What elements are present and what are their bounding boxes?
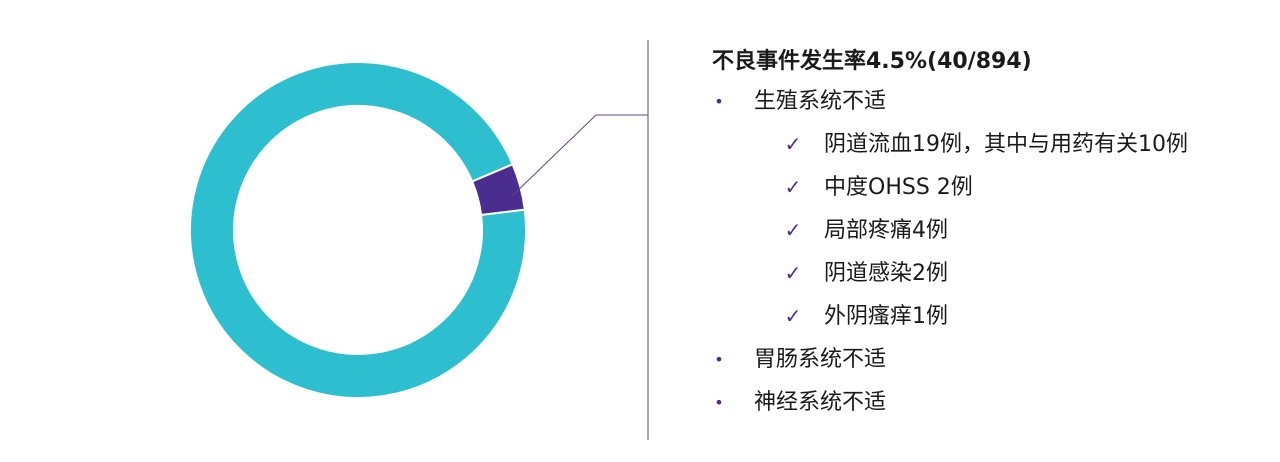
list-item: ✓ 阴道感染2例: [712, 252, 1272, 295]
list-item-text: 阴道感染2例: [824, 261, 948, 286]
adverse-events-panel: 不良事件发生率4.5%(40/894) • 生殖系统不适 ✓ 阴道流血19例，其…: [712, 44, 1272, 424]
list-item: ✓ 中度OHSS 2例: [712, 166, 1272, 209]
bullet-icon: •: [714, 350, 724, 369]
bullet-icon: •: [714, 393, 724, 412]
checkmark-icon: ✓: [784, 132, 802, 156]
list-item-text: 中度OHSS 2例: [824, 175, 973, 200]
list-item: ✓ 阴道流血19例，其中与用药有关10例: [712, 123, 1272, 166]
list-item-text: 阴道流血19例，其中与用药有关10例: [824, 132, 1188, 157]
panel-title: 不良事件发生率4.5%(40/894): [712, 49, 1032, 74]
list-item-text: 神经系统不适: [754, 390, 887, 415]
checkmark-icon: ✓: [784, 175, 802, 199]
checkmark-icon: ✓: [784, 261, 802, 285]
checkmark-icon: ✓: [784, 304, 802, 328]
donut-slices: [189, 61, 528, 399]
list-item-text: 外阴瘙痒1例: [824, 304, 948, 329]
list-item: ✓ 外阴瘙痒1例: [712, 295, 1272, 338]
list-item: • 生殖系统不适: [712, 80, 1272, 123]
list-item-text: 生殖系统不适: [754, 89, 887, 114]
list-item: • 胃肠系统不适: [712, 338, 1272, 381]
checkmark-icon: ✓: [784, 218, 802, 242]
bullet-icon: •: [714, 92, 724, 111]
list-item: ✓ 局部疼痛4例: [712, 209, 1272, 252]
list-item: • 神经系统不适: [712, 381, 1272, 424]
event-list: • 生殖系统不适 ✓ 阴道流血19例，其中与用药有关10例 ✓ 中度OHSS 2…: [712, 80, 1272, 424]
donut-slice-1: [189, 61, 528, 399]
callout-leader-line: [511, 114, 648, 197]
list-item-text: 胃肠系统不适: [754, 347, 887, 372]
list-item-text: 局部疼痛4例: [824, 218, 948, 243]
